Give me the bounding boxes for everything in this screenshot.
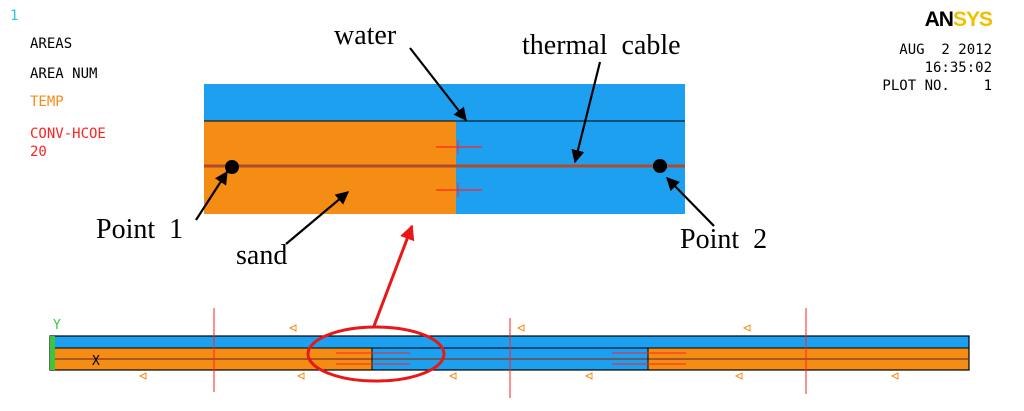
water-arrow [409, 47, 467, 122]
cable-arrow [571, 61, 602, 164]
conv-hatch [336, 352, 686, 365]
water-layer-top [204, 84, 685, 121]
sand-arrow [285, 191, 350, 245]
axis-x-label: X [92, 354, 100, 369]
plot-date: AUG 2 2012 [899, 42, 992, 58]
full-model [49, 308, 970, 398]
label-thermal-cable: thermal cable [522, 30, 681, 61]
label-point-1: Point 1 [96, 214, 184, 245]
strip-support [50, 336, 55, 370]
point2-arrow [666, 177, 715, 227]
point1-arrow [195, 170, 228, 221]
window-number: 1 [10, 8, 19, 24]
zoom-detail [204, 84, 685, 214]
legend-area-num: AREA NUM [30, 66, 98, 82]
logo-part1: AN [924, 8, 954, 31]
legend-areas: AREAS [30, 36, 73, 52]
label-point-2: Point 2 [680, 224, 768, 255]
temp-markers [138, 324, 899, 380]
zoom-arrow [372, 224, 415, 327]
plot-number: PLOT NO. 1 [882, 78, 992, 94]
legend-conv-value: 20 [30, 144, 47, 160]
highlight-ellipse [306, 325, 446, 383]
logo-part2: SYS [952, 8, 993, 31]
legend-temp: TEMP [30, 94, 64, 110]
ansys-logo: ANSYS [924, 8, 993, 32]
point-1-dot [225, 160, 239, 174]
label-sand: sand [236, 240, 288, 271]
point-2-dot [653, 159, 667, 173]
axis-y-label: Y [53, 318, 61, 333]
legend-conv: CONV-HCOE [30, 126, 106, 142]
label-water: water [334, 20, 397, 51]
plot-time: 16:35:02 [924, 60, 992, 76]
